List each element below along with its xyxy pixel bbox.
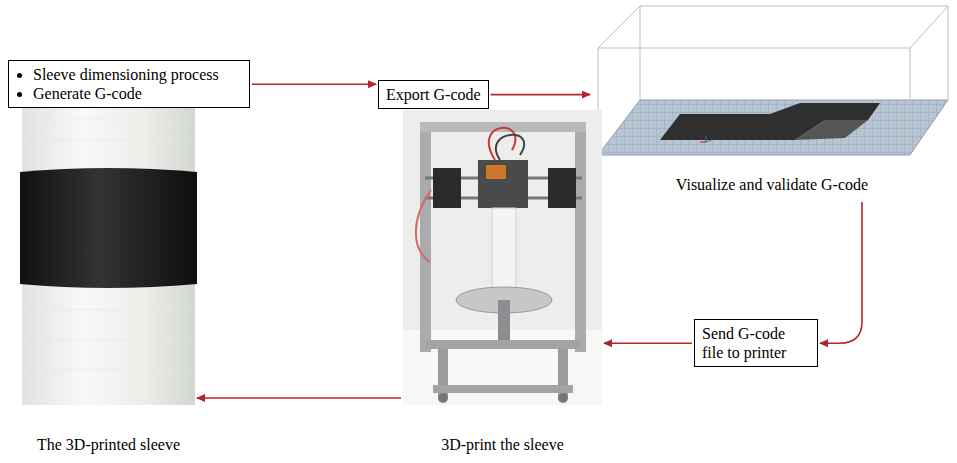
illustrated-step: The 3D-printed sleeve [22,100,195,460]
step-caption: Visualize and validate G-code [592,176,952,194]
illustrated-step: Visualize and validate G-code [592,0,952,200]
bullet-item: Generate G-code [33,84,242,103]
box-text: Generate G-code [33,85,142,102]
step-caption: The 3D-printed sleeve [22,436,195,454]
flow-arrow [252,83,376,85]
box-text: Send G-code file to printer [702,324,810,362]
box-text: Sleeve dimensioning process [33,66,219,83]
flow-arrow [604,342,692,344]
illustrated-step: 3D-print the sleeve [403,110,602,460]
bullet-list: Sleeve dimensioning processGenerate G-co… [16,65,242,103]
step-caption: 3D-print the sleeve [403,436,602,454]
bullet-item: Sleeve dimensioning process [33,65,242,84]
flow-arrow [197,397,401,399]
gcode-preview [598,6,948,155]
sleeve-photo [20,100,197,405]
process-box: Export G-code [378,80,489,109]
box-text: Export G-code [386,85,481,104]
process-box: Send G-code file to printer [694,319,818,367]
process-box: Sleeve dimensioning processGenerate G-co… [8,60,250,108]
flow-arrow [491,94,590,96]
flow-arrow [820,202,862,343]
printer-photo [403,110,602,405]
